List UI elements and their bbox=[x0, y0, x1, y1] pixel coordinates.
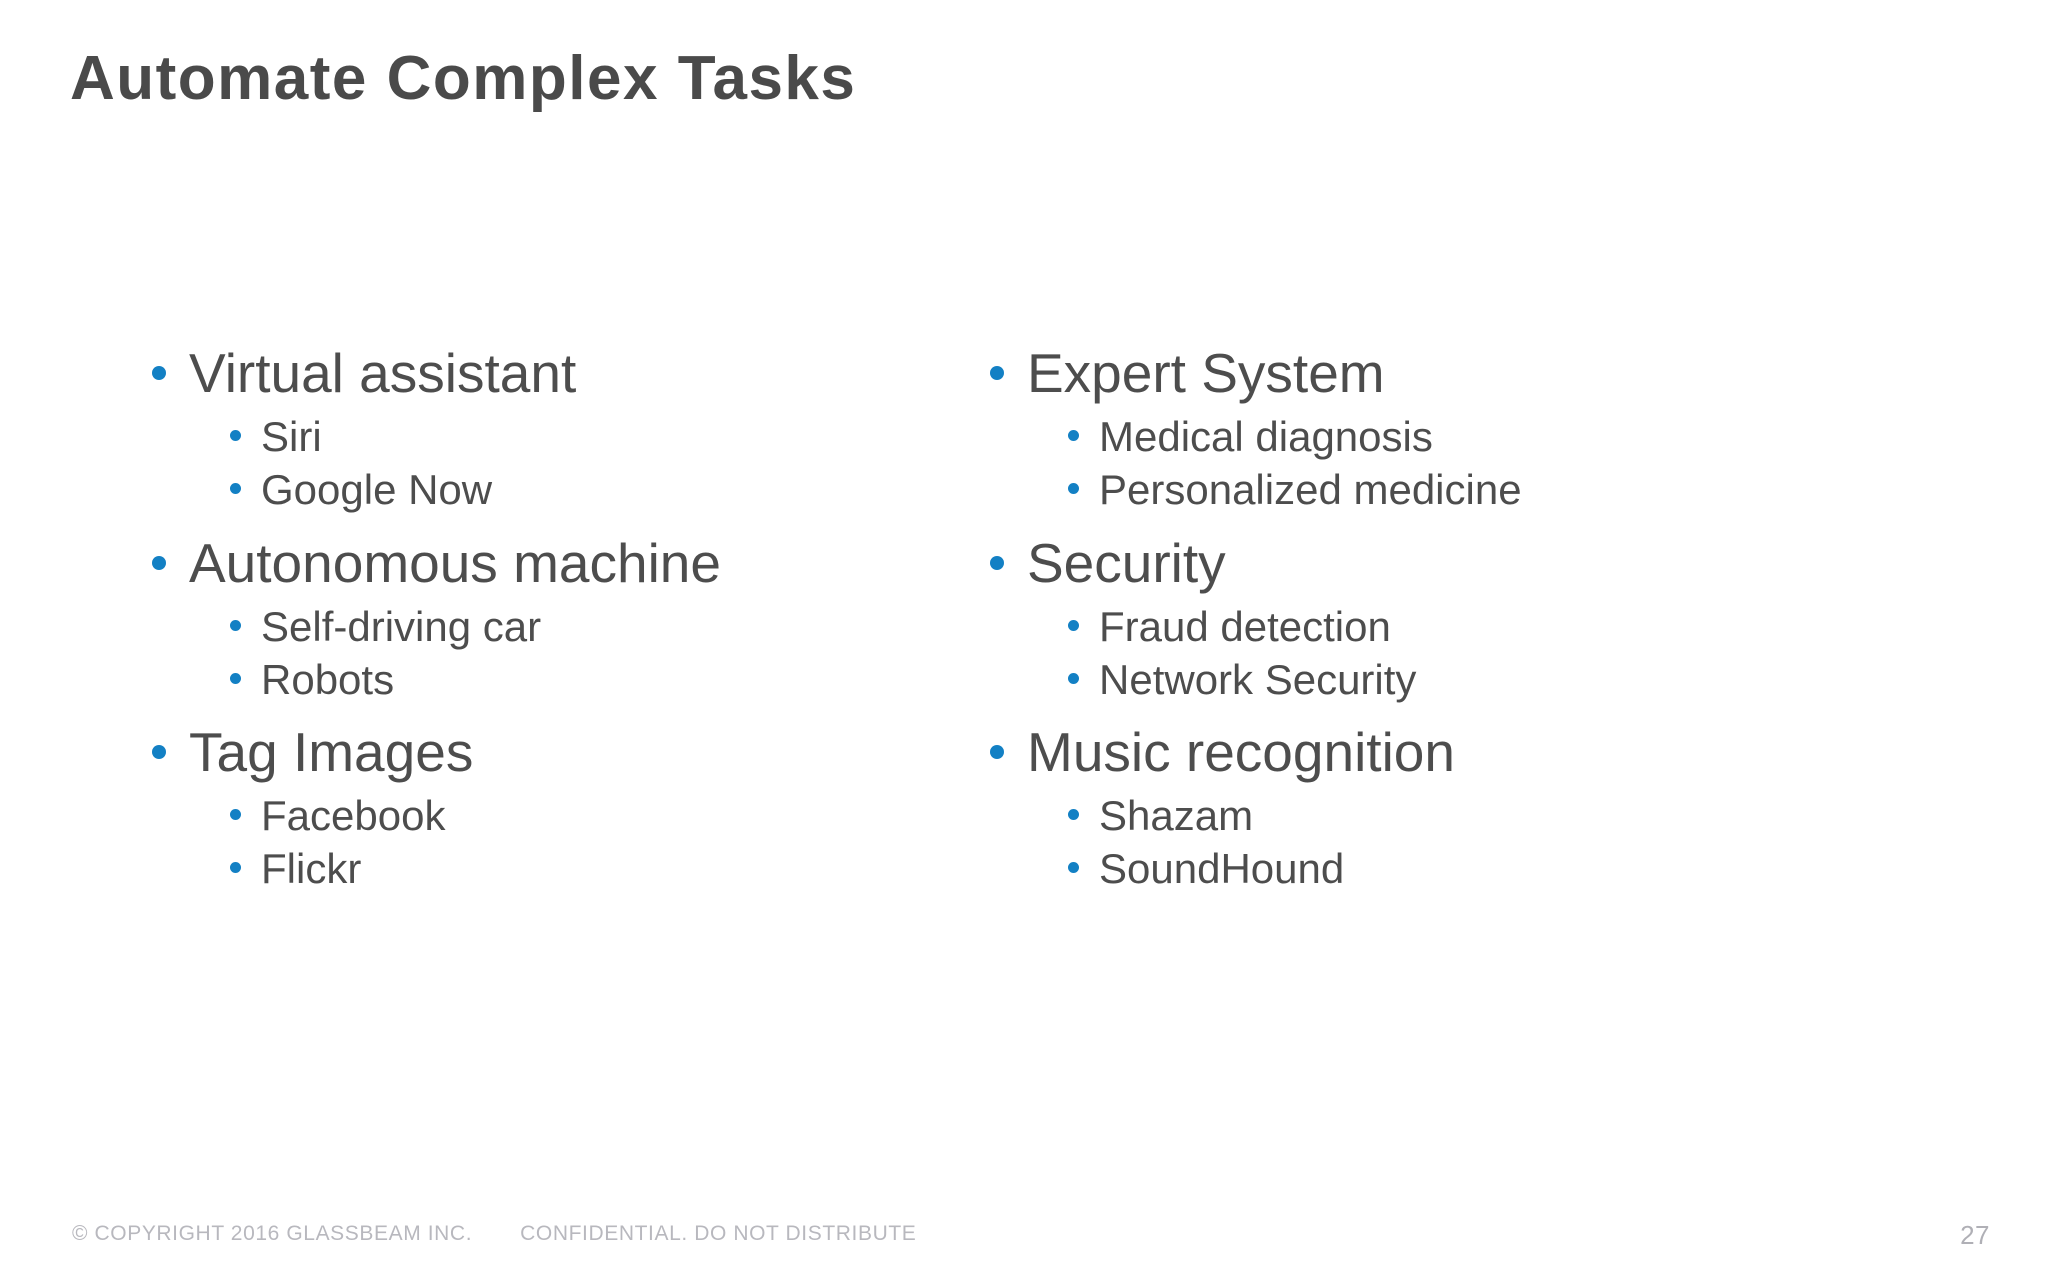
bullet-dot-icon bbox=[990, 366, 1004, 380]
sub-bullet-item: Facebook bbox=[230, 790, 930, 841]
sub-bullet-label: Network Security bbox=[1099, 655, 1417, 703]
sub-bullet-item: Self-driving car bbox=[230, 601, 930, 652]
sub-bullet-label: Facebook bbox=[261, 792, 446, 840]
bullet-dot-icon bbox=[1068, 483, 1079, 495]
slide-footer: © COPYRIGHT 2016 GLASSBEAM INC. CONFIDEN… bbox=[0, 1202, 2048, 1280]
sub-bullet-item: Siri bbox=[230, 411, 930, 462]
bullet-item: Expert System bbox=[990, 340, 2048, 407]
bullet-dot-icon bbox=[1068, 672, 1079, 684]
bullet-dot-icon bbox=[152, 366, 166, 380]
footer-text-group: © COPYRIGHT 2016 GLASSBEAM INC. CONFIDEN… bbox=[72, 1222, 916, 1246]
bullet-item: Tag Images bbox=[152, 719, 930, 786]
sub-bullet-label: Self-driving car bbox=[261, 602, 542, 650]
sub-bullet-item: Personalized medicine bbox=[1068, 464, 2048, 515]
sub-bullet-label: Robots bbox=[261, 655, 395, 703]
bullet-dot-icon bbox=[1068, 862, 1079, 874]
bullet-dot-icon bbox=[230, 672, 241, 684]
sub-bullet-label: Flickr bbox=[261, 845, 362, 893]
bullet-label: Virtual assistant bbox=[189, 342, 577, 404]
page-number: 27 bbox=[1960, 1220, 1990, 1250]
sub-bullet-label: Shazam bbox=[1099, 792, 1254, 840]
sub-bullet-label: Fraud detection bbox=[1099, 602, 1391, 650]
sub-bullet-item: Google Now bbox=[230, 464, 930, 515]
sub-bullet-item: Network Security bbox=[1068, 654, 2048, 705]
bullet-label: Tag Images bbox=[189, 721, 474, 784]
bullet-item: Virtual assistant bbox=[152, 340, 930, 407]
copyright-notice: © COPYRIGHT 2016 GLASSBEAM INC. bbox=[72, 1222, 473, 1245]
sub-bullet-item: Medical diagnosis bbox=[1068, 411, 2048, 462]
bullet-dot-icon bbox=[152, 555, 166, 570]
bullet-dot-icon bbox=[230, 619, 241, 631]
sub-bullet-item: Fraud detection bbox=[1068, 601, 2048, 652]
bullet-dot-icon bbox=[1068, 430, 1079, 442]
sub-bullet-item: Shazam bbox=[1068, 790, 2048, 841]
bullet-item: Music recognition bbox=[990, 719, 2048, 786]
sub-bullet-label: Medical diagnosis bbox=[1099, 413, 1433, 461]
bullet-label: Autonomous machine bbox=[189, 531, 721, 594]
bullet-label: Security bbox=[1027, 531, 1226, 594]
bullet-dot-icon bbox=[990, 745, 1004, 760]
bullet-dot-icon bbox=[230, 862, 241, 874]
confidentiality-notice: CONFIDENTIAL. DO NOT DISTRIBUTE bbox=[520, 1222, 917, 1245]
bullet-label: Music recognition bbox=[1027, 721, 1455, 784]
sub-bullet-item: Flickr bbox=[230, 843, 930, 894]
sub-bullet-item: Robots bbox=[230, 654, 930, 705]
bullet-dot-icon bbox=[152, 745, 166, 760]
sub-bullet-label: Siri bbox=[261, 413, 322, 461]
bullet-dot-icon bbox=[990, 555, 1004, 570]
bullet-dot-icon bbox=[230, 430, 241, 442]
bullet-dot-icon bbox=[1068, 809, 1079, 821]
sub-bullet-label: Personalized medicine bbox=[1099, 466, 1522, 514]
bullet-dot-icon bbox=[1068, 619, 1079, 631]
sub-bullet-label: Google Now bbox=[261, 466, 493, 514]
sub-bullet-item: SoundHound bbox=[1068, 843, 2048, 894]
bullet-label: Expert System bbox=[1027, 342, 1385, 404]
bullet-dot-icon bbox=[230, 809, 241, 821]
bullet-item: Autonomous machine bbox=[152, 530, 930, 597]
bullet-dot-icon bbox=[230, 483, 241, 495]
page-title: Automate Complex Tasks bbox=[70, 44, 857, 113]
sub-bullet-label: SoundHound bbox=[1099, 845, 1345, 893]
bullet-item: Security bbox=[990, 530, 2048, 597]
